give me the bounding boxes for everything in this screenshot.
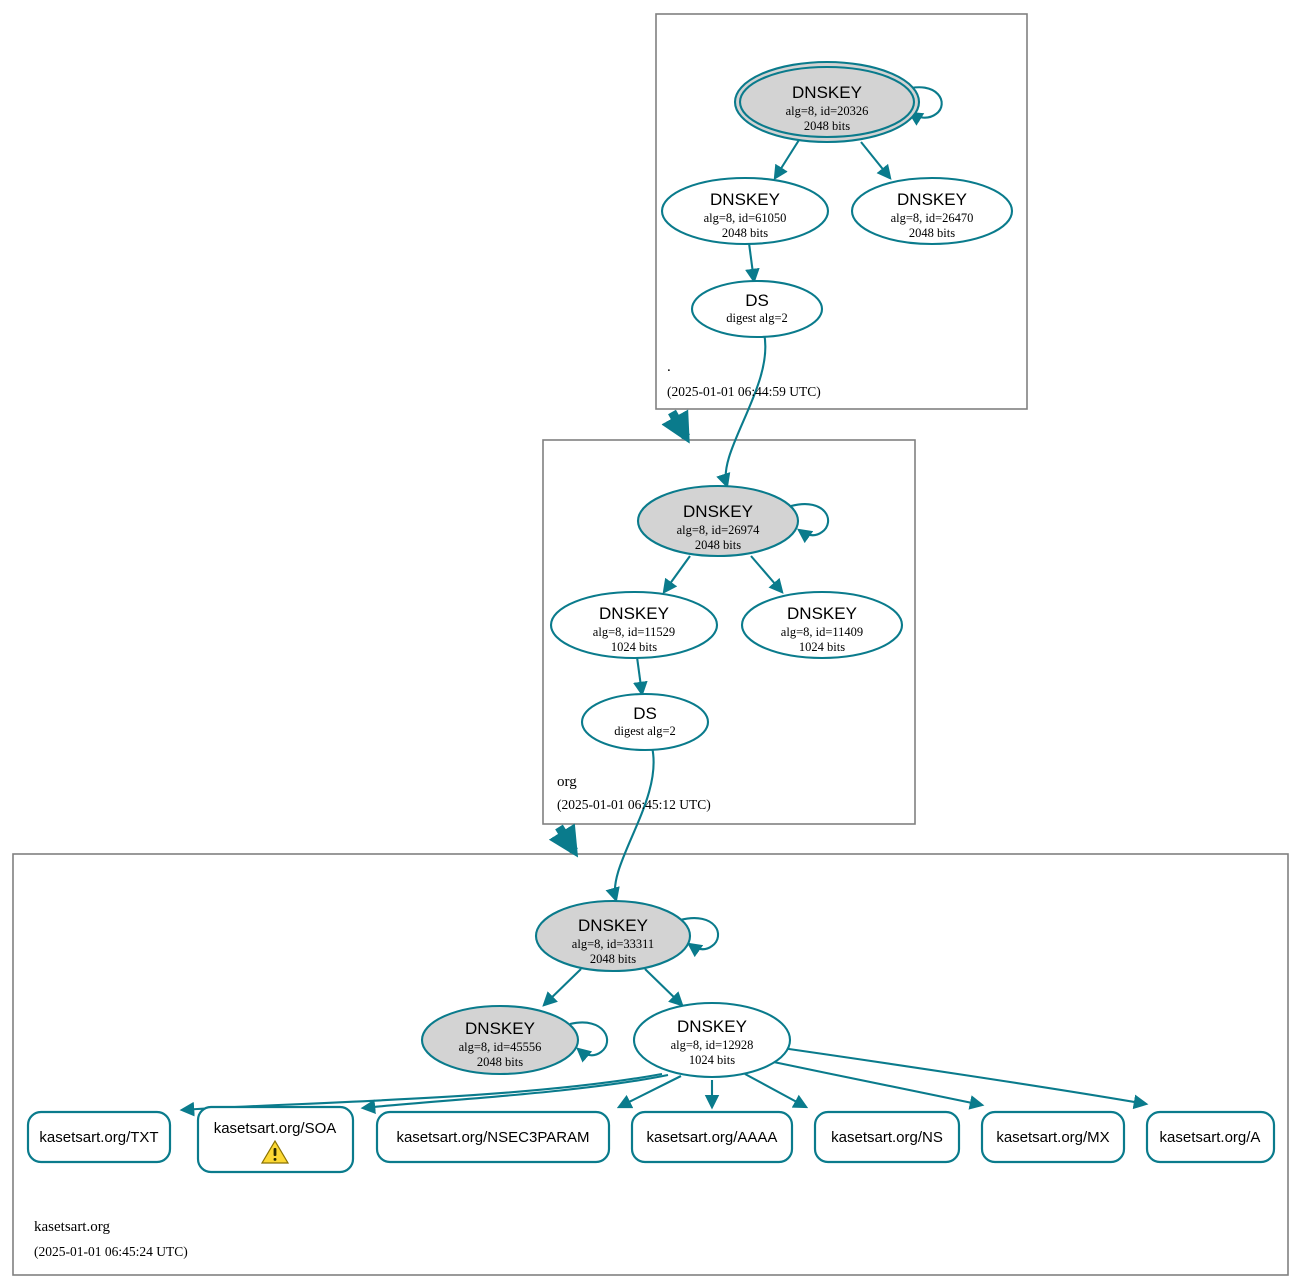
rrset-kasetsart-org-ns[interactable]: kasetsart.org/NS	[813, 1110, 961, 1164]
node-ds-org[interactable]: DS digest alg=2	[690, 279, 824, 339]
zone-label-org: org	[557, 774, 577, 790]
zone-time-root: (2025-01-01 06:44:59 UTC)	[667, 384, 821, 399]
node-label-params: alg=8, id=20326	[786, 104, 869, 118]
warning-icon	[260, 1139, 290, 1164]
node-dnskey-33311[interactable]: DNSKEY alg=8, id=33311 2048 bits	[534, 899, 692, 973]
node-label-bits: 2048 bits	[804, 119, 850, 133]
zone-box-root	[655, 13, 1028, 410]
node-label-params: digest alg=2	[726, 311, 788, 325]
node-label-params: alg=8, id=45556	[459, 1040, 542, 1054]
zone-time-org: (2025-01-01 06:45:12 UTC)	[557, 797, 711, 812]
rrset-kasetsart-org-aaaa[interactable]: kasetsart.org/AAAA	[630, 1110, 794, 1164]
rrset-label: kasetsart.org/MX	[996, 1129, 1109, 1146]
edge-selfsign-org-ksk	[790, 503, 830, 544]
edge-kst-12928-to-a	[767, 1044, 1149, 1110]
node-label-type: DNSKEY	[677, 1017, 747, 1036]
node-label-bits: 2048 bits	[909, 226, 955, 240]
node-dnskey-12928[interactable]: DNSKEY alg=8, id=12928 1024 bits	[632, 1001, 792, 1079]
edge-org-ksk-to-11409	[750, 555, 784, 594]
node-label-bits: 2048 bits	[695, 538, 741, 552]
edge-root-ksk-to-61050	[773, 139, 800, 181]
node-label-type: DNSKEY	[465, 1019, 535, 1038]
edge-root-ksk-to-26470	[860, 141, 892, 180]
zone-box-kasetsart	[12, 853, 1289, 1276]
zone-box-org	[542, 439, 916, 825]
node-label-bits: 1024 bits	[689, 1053, 735, 1067]
edge-kst-12928-to-ns	[744, 1073, 809, 1109]
delegation-arrow-org-to-kasetsart	[548, 823, 579, 858]
node-label-type: DNSKEY	[792, 83, 862, 102]
node-label-type: DNSKEY	[710, 190, 780, 209]
node-label-bits: 1024 bits	[799, 640, 845, 654]
node-dnskey-20326[interactable]: DNSKEY alg=8, id=20326 2048 bits	[733, 60, 921, 144]
rrset-kasetsart-org-nsec3param[interactable]: kasetsart.org/NSEC3PARAM	[375, 1110, 611, 1164]
rrset-label: kasetsart.org/SOA	[214, 1120, 337, 1137]
node-dnskey-26470[interactable]: DNSKEY alg=8, id=26470 2048 bits	[850, 176, 1014, 246]
node-ds-kasetsart[interactable]: DS digest alg=2	[580, 692, 710, 752]
node-label-params: alg=8, id=33311	[572, 937, 654, 951]
edge-kst-12928-to-txt	[179, 1072, 663, 1117]
zone-label-kasetsart: kasetsart.org	[34, 1219, 110, 1235]
delegation-arrow-root-to-org	[661, 409, 690, 444]
rrset-kasetsart-org-txt[interactable]: kasetsart.org/TXT	[26, 1110, 172, 1164]
node-label-params: alg=8, id=61050	[704, 211, 787, 225]
rrset-label: kasetsart.org/NS	[831, 1129, 943, 1146]
node-dnskey-45556[interactable]: DNSKEY alg=8, id=45556 2048 bits	[420, 1004, 580, 1076]
edge-kst-12928-to-soa	[360, 1073, 669, 1115]
edge-selfsign-root-ksk	[902, 86, 943, 126]
rrset-kasetsart-org-a[interactable]: kasetsart.org/A	[1145, 1110, 1276, 1164]
node-label-params: digest alg=2	[614, 724, 676, 738]
node-label-type: DNSKEY	[683, 502, 753, 521]
node-label-type: DNSKEY	[897, 190, 967, 209]
node-label-type: DS	[745, 291, 769, 310]
node-label-type: DNSKEY	[787, 604, 857, 623]
node-label-type: DNSKEY	[599, 604, 669, 623]
edge-kst-12928-to-nsec3param	[616, 1075, 682, 1109]
rrset-kasetsart-org-soa[interactable]: kasetsart.org/SOA	[196, 1105, 355, 1174]
node-label-bits: 1024 bits	[611, 640, 657, 654]
node-dnskey-11409[interactable]: DNSKEY alg=8, id=11409 1024 bits	[740, 590, 904, 660]
edge-selfsign-kst-33311	[679, 917, 720, 958]
node-label-bits: 2048 bits	[722, 226, 768, 240]
node-dnskey-61050[interactable]: DNSKEY alg=8, id=61050 2048 bits	[660, 176, 830, 246]
node-label-params: alg=8, id=26974	[677, 523, 761, 537]
edge-kst-12928-to-mx	[763, 1058, 985, 1110]
zone-time-kasetsart: (2025-01-01 06:45:24 UTC)	[34, 1244, 188, 1259]
rrset-label: kasetsart.org/AAAA	[647, 1129, 778, 1146]
node-label-params: alg=8, id=26470	[891, 211, 974, 225]
edge-root-61050-to-ds	[745, 242, 760, 284]
edge-kst-33311-to-45556	[542, 968, 582, 1007]
edge-selfsign-kst-45556	[569, 1021, 609, 1063]
node-label-bits: 2048 bits	[590, 952, 636, 966]
rrset-label: kasetsart.org/NSEC3PARAM	[396, 1129, 589, 1146]
edge-root-ds-to-org-ksk	[716, 332, 767, 489]
rrset-label: kasetsart.org/A	[1160, 1129, 1261, 1146]
node-label-params: alg=8, id=12928	[671, 1038, 754, 1052]
node-dnskey-26974[interactable]: DNSKEY alg=8, id=26974 2048 bits	[636, 484, 800, 558]
node-label-type: DS	[633, 704, 657, 723]
zone-label-root: .	[667, 359, 671, 375]
edge-org-ksk-to-11529	[662, 555, 691, 594]
edge-org-11529-to-ds	[633, 656, 648, 697]
rrset-label: kasetsart.org/TXT	[39, 1129, 158, 1146]
edge-org-ds-to-kasetsart-ksk	[605, 746, 655, 903]
node-label-params: alg=8, id=11529	[593, 625, 675, 639]
node-label-type: DNSKEY	[578, 916, 648, 935]
edge-kst-33311-to-12928	[644, 968, 684, 1007]
node-label-bits: 2048 bits	[477, 1055, 523, 1069]
node-label-params: alg=8, id=11409	[781, 625, 863, 639]
node-dnskey-11529[interactable]: DNSKEY alg=8, id=11529 1024 bits	[549, 590, 719, 660]
rrset-kasetsart-org-mx[interactable]: kasetsart.org/MX	[980, 1110, 1126, 1164]
